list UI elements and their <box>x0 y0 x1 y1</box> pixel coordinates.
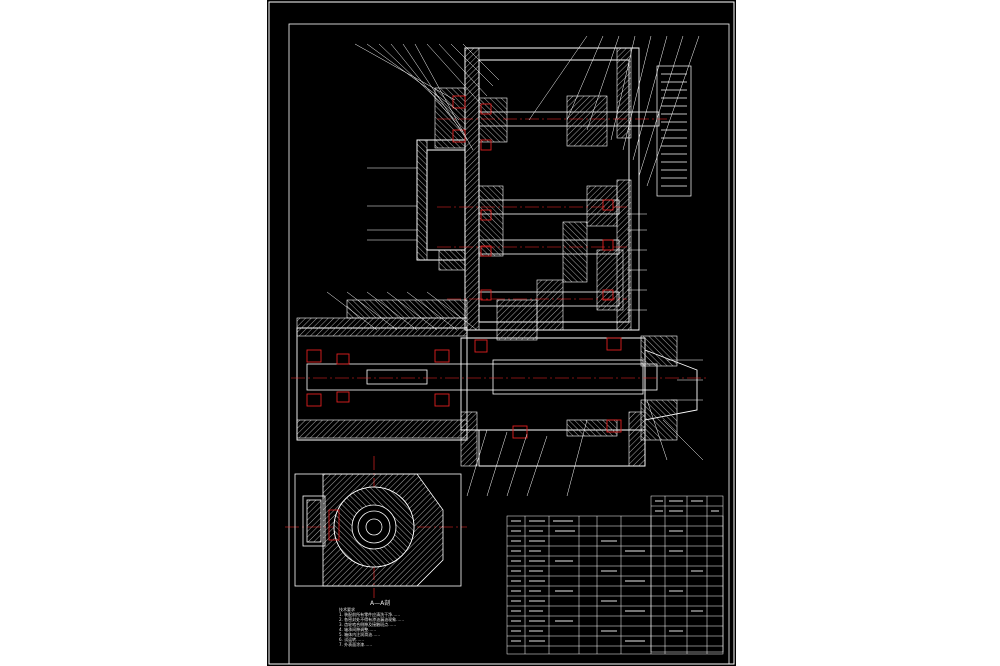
table-entries <box>511 500 719 642</box>
bearings <box>452 95 614 301</box>
note-line: 3. 齿轮啮合侧隙及接触斑点…… <box>339 622 397 627</box>
section-view <box>294 473 462 587</box>
parts-list-table <box>506 495 724 655</box>
spindle-shaft <box>306 359 658 395</box>
inner-border <box>288 23 730 665</box>
cooling-fins <box>656 65 692 197</box>
leader-lines <box>326 35 704 497</box>
gears <box>478 95 624 331</box>
note-line: 6. 试运转…… <box>339 637 365 642</box>
note-line: 1. 装配前所有零件应清洗干净…… <box>339 612 401 617</box>
assembly-drawing <box>268 1 735 665</box>
spindle-walls <box>296 299 678 467</box>
section-caption: A—A剖 <box>370 600 391 607</box>
note-line: 7. 外表面涂漆…… <box>339 642 373 647</box>
note-line: 技术要求 <box>339 607 355 612</box>
note-line: 5. 箱体内注润滑油…… <box>339 632 381 637</box>
note-line: 2. 各密封处不得有渗油漏油现象…… <box>339 617 405 622</box>
spindle-bearings <box>306 337 622 439</box>
note-line: 4. 轴承间隙调整…… <box>339 627 377 632</box>
